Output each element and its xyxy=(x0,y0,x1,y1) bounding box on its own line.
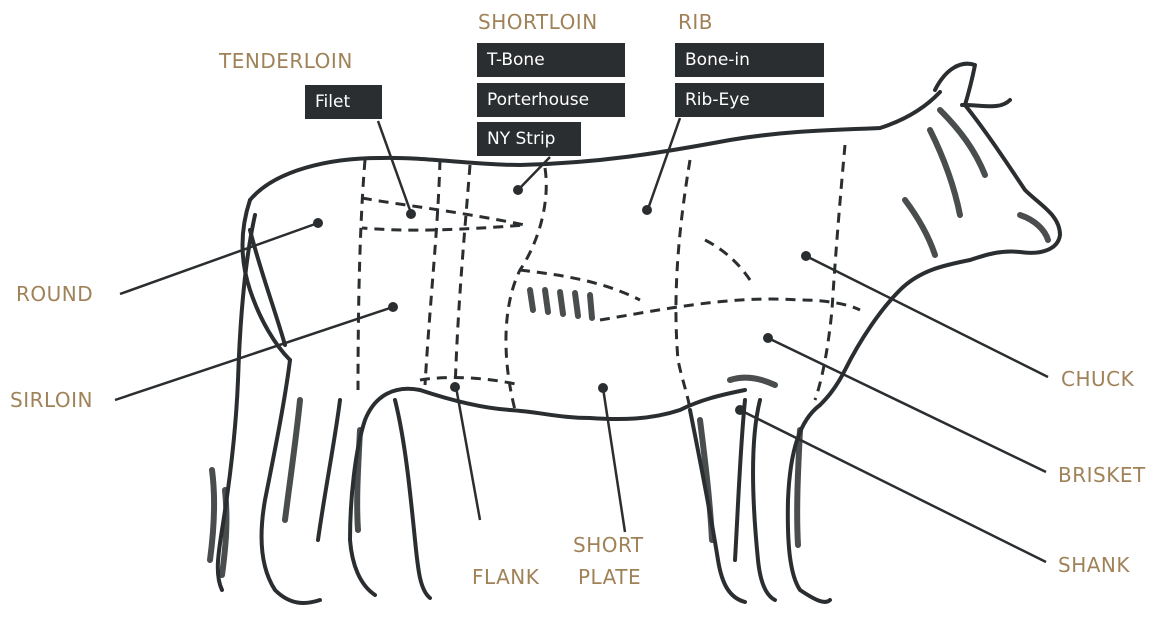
short-plate-leader xyxy=(603,388,625,532)
sirloin-dot xyxy=(388,302,398,312)
leader-lines xyxy=(115,118,1048,562)
cut-porterhouse: Porterhouse xyxy=(477,83,625,117)
shortloin-dot xyxy=(513,185,523,195)
sirloin-title: SIRLOIN xyxy=(10,389,93,411)
round-title: ROUND xyxy=(16,283,93,305)
cut-rib-eye: Rib-Eye xyxy=(675,83,824,117)
flank-dot xyxy=(450,382,460,392)
brisket-title: BRISKET xyxy=(1058,464,1146,486)
shank-dot xyxy=(735,405,745,415)
short-plate-title-line2: PLATE xyxy=(578,566,641,588)
flank-title: FLANK xyxy=(472,566,539,588)
tenderloin-leader xyxy=(378,121,411,213)
shank-title: SHANK xyxy=(1058,554,1130,576)
short-plate-title-line1: SHORT xyxy=(573,534,644,556)
cut-ny-strip: NY Strip xyxy=(477,122,581,156)
rib-dot xyxy=(642,205,652,215)
cow-shading xyxy=(210,110,1048,575)
round-dot xyxy=(313,218,323,228)
cut-t-bone: T-Bone xyxy=(477,43,625,77)
tenderloin-title: TENDERLOIN xyxy=(219,50,353,72)
shortloin-title: SHORTLOIN xyxy=(478,11,598,33)
brisket-dot xyxy=(763,333,773,343)
cut-bone-in: Bone-in xyxy=(675,43,824,77)
tenderloin-dot xyxy=(406,209,416,219)
shank-leader xyxy=(740,410,1046,562)
sirloin-leader xyxy=(115,307,393,400)
brisket-leader xyxy=(768,338,1046,472)
cut-filet: Filet xyxy=(305,85,382,119)
chuck-leader xyxy=(806,256,1048,377)
cut-lines xyxy=(358,145,860,410)
rib-title: RIB xyxy=(678,11,713,33)
round-leader xyxy=(120,223,318,294)
short-plate-dot xyxy=(598,383,608,393)
rib-leader xyxy=(648,118,680,209)
chuck-dot xyxy=(801,251,811,261)
chuck-title: CHUCK xyxy=(1061,368,1134,390)
